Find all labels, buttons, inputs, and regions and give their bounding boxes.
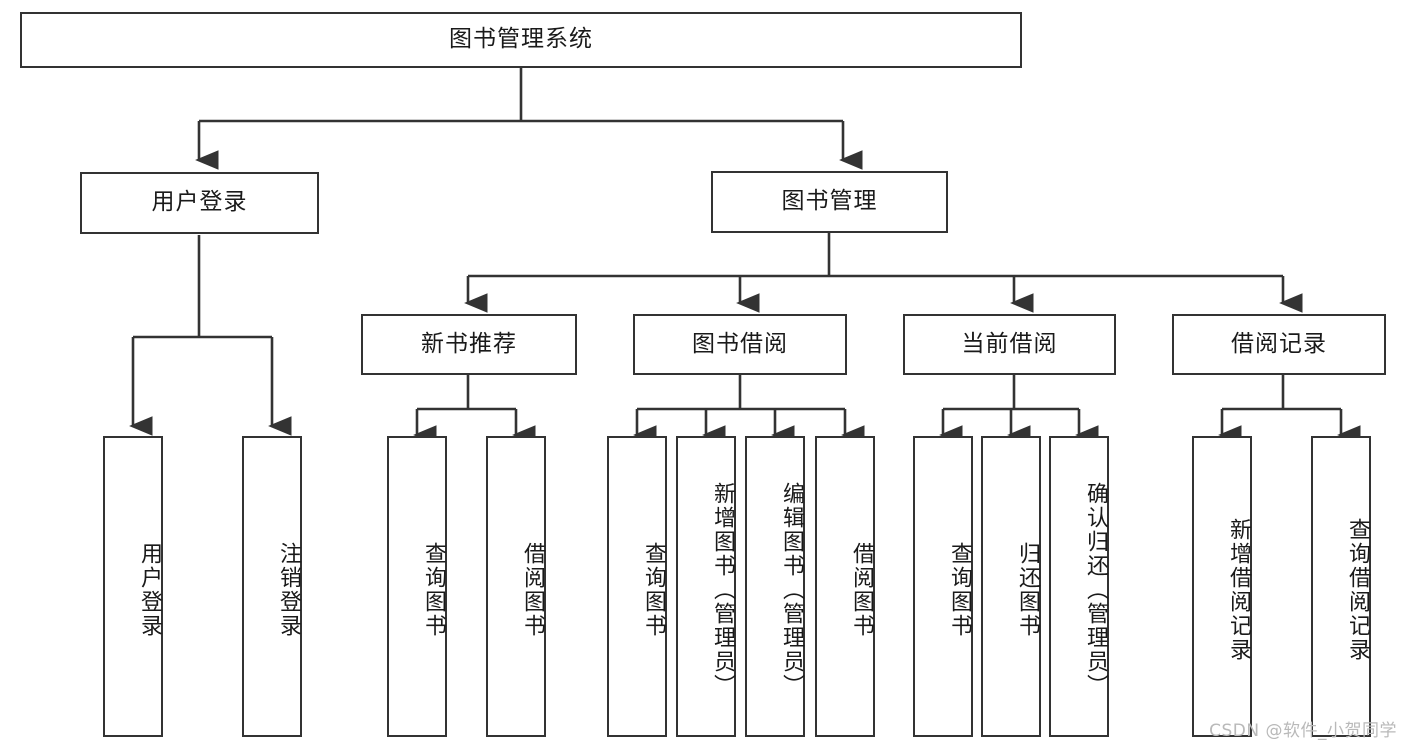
node-root-label: 图书管理系统 <box>449 26 593 53</box>
node-leaf-add-book-label: 新增图书（管理员） <box>710 481 735 698</box>
node-leaf-user-logout[interactable]: 注销登录 <box>242 436 302 737</box>
node-leaf-query-book-2-label: 查询图书 <box>641 541 666 638</box>
node-leaf-user-logout-label: 注销登录 <box>276 541 301 638</box>
node-borrow-record-label: 借阅记录 <box>1231 330 1327 357</box>
node-leaf-confirm-return[interactable]: 确认归还（管理员） <box>1049 436 1109 737</box>
node-leaf-borrow-book-2-label: 借阅图书 <box>849 541 874 638</box>
node-leaf-add-record[interactable]: 新增借阅记录 <box>1192 436 1252 737</box>
node-new-book-rec-label: 新书推荐 <box>421 330 517 357</box>
node-leaf-borrow-book-1[interactable]: 借阅图书 <box>486 436 546 737</box>
node-leaf-query-book-1-label: 查询图书 <box>421 541 446 638</box>
node-user-login[interactable]: 用户登录 <box>80 172 319 234</box>
node-leaf-confirm-return-label: 确认归还（管理员） <box>1083 481 1108 698</box>
node-book-borrow-label: 图书借阅 <box>692 330 788 357</box>
node-leaf-edit-book[interactable]: 编辑图书（管理员） <box>745 436 805 737</box>
csdn-watermark: CSDN @软件_小贺同学 <box>1209 721 1397 741</box>
node-book-manage[interactable]: 图书管理 <box>711 171 948 233</box>
node-leaf-edit-book-label: 编辑图书（管理员） <box>779 481 804 698</box>
node-leaf-borrow-book-1-label: 借阅图书 <box>520 541 545 638</box>
node-book-manage-label: 图书管理 <box>781 188 878 215</box>
node-leaf-query-book-3[interactable]: 查询图书 <box>913 436 973 737</box>
node-leaf-query-book-3-label: 查询图书 <box>947 541 972 638</box>
node-user-login-label: 用户登录 <box>151 189 248 216</box>
node-leaf-user-login[interactable]: 用户登录 <box>103 436 163 737</box>
node-current-borrow[interactable]: 当前借阅 <box>903 314 1116 375</box>
node-leaf-add-book[interactable]: 新增图书（管理员） <box>676 436 736 737</box>
node-leaf-query-book-2[interactable]: 查询图书 <box>607 436 667 737</box>
node-leaf-query-book-1[interactable]: 查询图书 <box>387 436 447 737</box>
node-leaf-query-record-label: 查询借阅记录 <box>1345 517 1370 662</box>
node-book-borrow[interactable]: 图书借阅 <box>633 314 847 375</box>
node-leaf-borrow-book-2[interactable]: 借阅图书 <box>815 436 875 737</box>
node-leaf-return-book[interactable]: 归还图书 <box>981 436 1041 737</box>
node-leaf-query-record[interactable]: 查询借阅记录 <box>1311 436 1371 737</box>
node-current-borrow-label: 当前借阅 <box>961 330 1058 357</box>
node-leaf-return-book-label: 归还图书 <box>1015 541 1040 638</box>
node-leaf-add-record-label: 新增借阅记录 <box>1226 517 1251 662</box>
node-root[interactable]: 图书管理系统 <box>20 12 1022 68</box>
node-new-book-rec[interactable]: 新书推荐 <box>361 314 577 375</box>
node-borrow-record[interactable]: 借阅记录 <box>1172 314 1386 375</box>
node-leaf-user-login-label: 用户登录 <box>137 541 162 638</box>
